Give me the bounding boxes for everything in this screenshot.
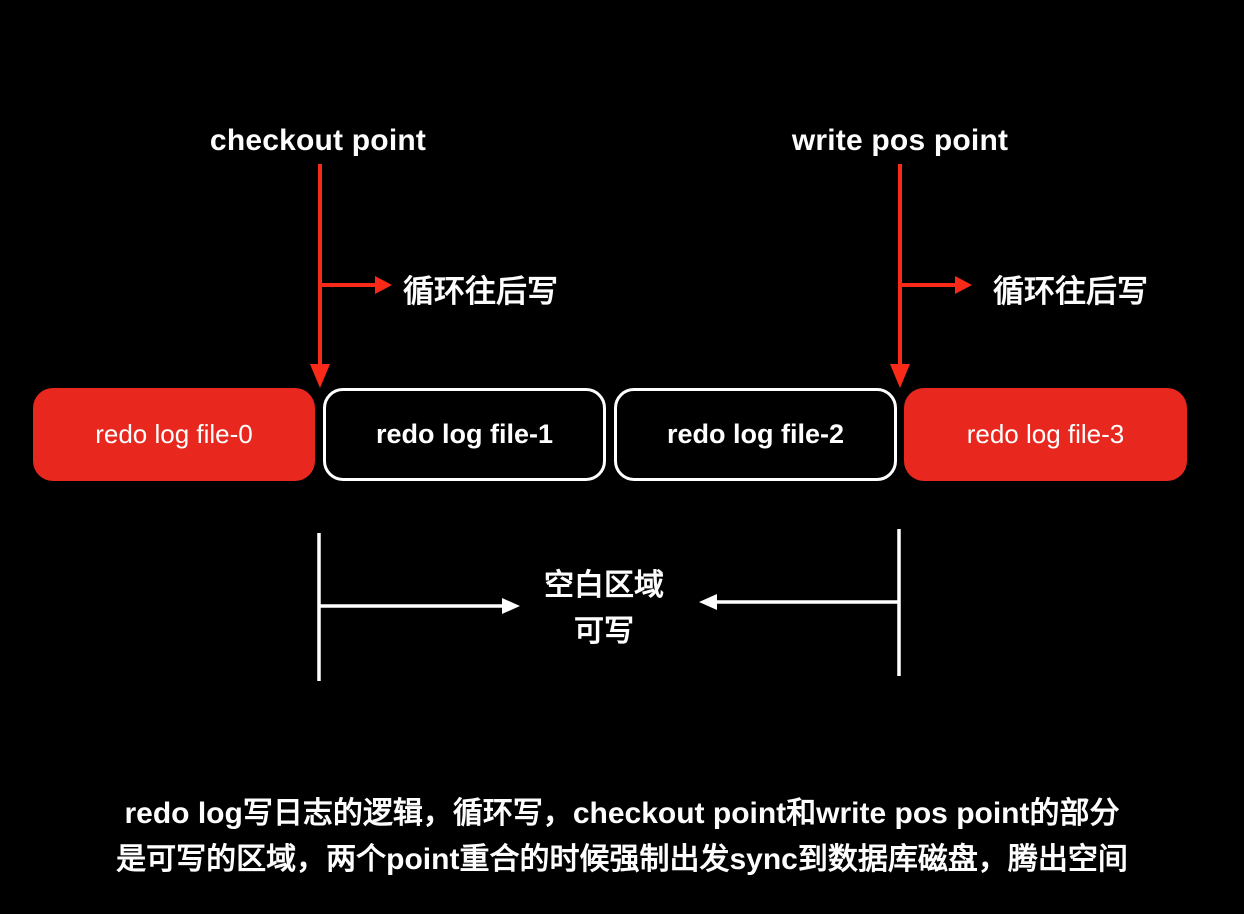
write-pos-down-arrow: [890, 164, 972, 388]
redo-log-file-2-box: redo log file-2: [614, 388, 897, 481]
caption-text: redo log写日志的逻辑，循环写，checkout point和write …: [0, 791, 1244, 883]
redo-log-file-1-box: redo log file-1: [323, 388, 606, 481]
redo-log-file-1-label: redo log file-1: [375, 419, 554, 449]
redo-log-file-3-label: redo log file-3: [966, 419, 1125, 449]
redo-log-file-0-box: redo log file-0: [33, 388, 315, 481]
blank-area-right-arrow: [699, 594, 898, 610]
redo-log-file-2-label: redo log file-2: [666, 419, 845, 449]
blank-area-line1: 空白区域: [544, 569, 664, 602]
redo-log-file-0-label: redo log file-0: [95, 419, 253, 449]
redo-log-file-3-box: redo log file-3: [904, 388, 1187, 481]
loop-write-label-left: 循环往后写: [403, 274, 558, 309]
caption-line2: 是可写的区域，两个point重合的时候强制出发sync到数据库磁盘，腾出空间: [116, 843, 1128, 876]
checkout-down-arrow: [310, 164, 392, 388]
blank-area-label: 空白区域 可写: [544, 563, 664, 655]
loop-write-label-right: 循环往后写: [993, 274, 1148, 309]
write-pos-point-label: write pos point: [791, 124, 1009, 157]
blank-area-left-arrow: [320, 598, 520, 614]
blank-area-line2: 可写: [574, 615, 634, 648]
checkout-point-label: checkout point: [209, 124, 427, 157]
caption-line1: redo log写日志的逻辑，循环写，checkout point和write …: [124, 797, 1120, 830]
